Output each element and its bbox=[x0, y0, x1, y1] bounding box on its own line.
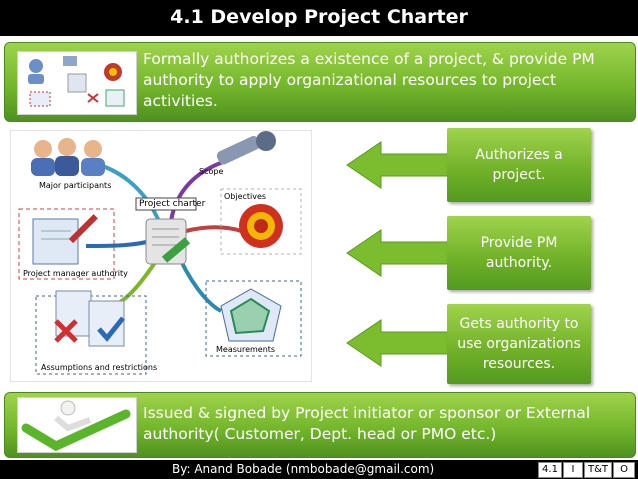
box-provide-pm: Provide PM authority. bbox=[447, 216, 591, 290]
banner-thumbnail bbox=[17, 51, 137, 115]
page-title: 4.1 Develop Project Charter bbox=[170, 6, 468, 28]
label-project-charter: Project charter bbox=[139, 199, 206, 209]
charter-thumbnail-icon bbox=[28, 56, 125, 107]
mind-map-svg bbox=[18, 131, 302, 375]
check-person-icon bbox=[21, 400, 131, 452]
footer: By: Anand Bobade (nmbobade@gmail.com) 4.… bbox=[0, 460, 638, 479]
arrow-row-1: Authorizes a project. bbox=[345, 124, 603, 206]
label-objectives: Objectives bbox=[224, 192, 267, 201]
bottom-thumbnail bbox=[17, 397, 137, 453]
bottom-banner: Issued & signed by Project initiator or … bbox=[4, 392, 636, 458]
label-assumptions: Assumptions and restrictions bbox=[41, 363, 158, 372]
tag-outputs: O bbox=[613, 462, 635, 478]
tag-process-number: 4.1 bbox=[538, 462, 562, 478]
left-arrow-icon bbox=[346, 229, 454, 277]
assumptions-documents-icon bbox=[54, 290, 125, 347]
measurements-radar-icon bbox=[220, 288, 282, 342]
label-measurements: Measurements bbox=[216, 345, 276, 354]
author-credit: By: Anand Bobade (nmbobade@gmail.com) bbox=[172, 462, 435, 476]
label-pm-authority: Project manager authority bbox=[23, 269, 128, 278]
top-banner: Formally authorizes a existence of a pro… bbox=[4, 42, 636, 122]
project-charter-label-box bbox=[135, 197, 197, 211]
label-major-participants: Major participants bbox=[39, 181, 112, 190]
major-participants-icon bbox=[31, 138, 105, 176]
project-charter-diagram: Major participants Scope Project charter… bbox=[10, 130, 312, 382]
left-arrow-icon bbox=[346, 141, 454, 189]
measurements-frame bbox=[205, 280, 302, 357]
arrow-row-2: Provide PM authority. bbox=[345, 212, 603, 294]
top-banner-text: Formally authorizes a existence of a pro… bbox=[143, 50, 595, 110]
label-scope: Scope bbox=[199, 167, 224, 176]
bottom-banner-text: Issued & signed by Project initiator or … bbox=[143, 404, 591, 443]
project-charter-scroll-icon bbox=[145, 218, 191, 265]
scope-icon bbox=[216, 131, 276, 165]
box-gets-authority: Gets authority to use organizations reso… bbox=[447, 304, 591, 384]
left-arrow-icon bbox=[346, 319, 454, 367]
tag-inputs: I bbox=[563, 462, 583, 478]
pm-authority-frame bbox=[18, 208, 115, 280]
pm-authority-document-icon bbox=[32, 214, 98, 265]
box-authorizes: Authorizes a project. bbox=[447, 128, 591, 202]
tag-tools-techniques: T&T bbox=[584, 462, 612, 478]
arrow-row-3: Gets authority to use organizations reso… bbox=[345, 300, 603, 386]
title-bar: 4.1 Develop Project Charter bbox=[0, 0, 638, 36]
objectives-target-icon bbox=[239, 204, 283, 248]
